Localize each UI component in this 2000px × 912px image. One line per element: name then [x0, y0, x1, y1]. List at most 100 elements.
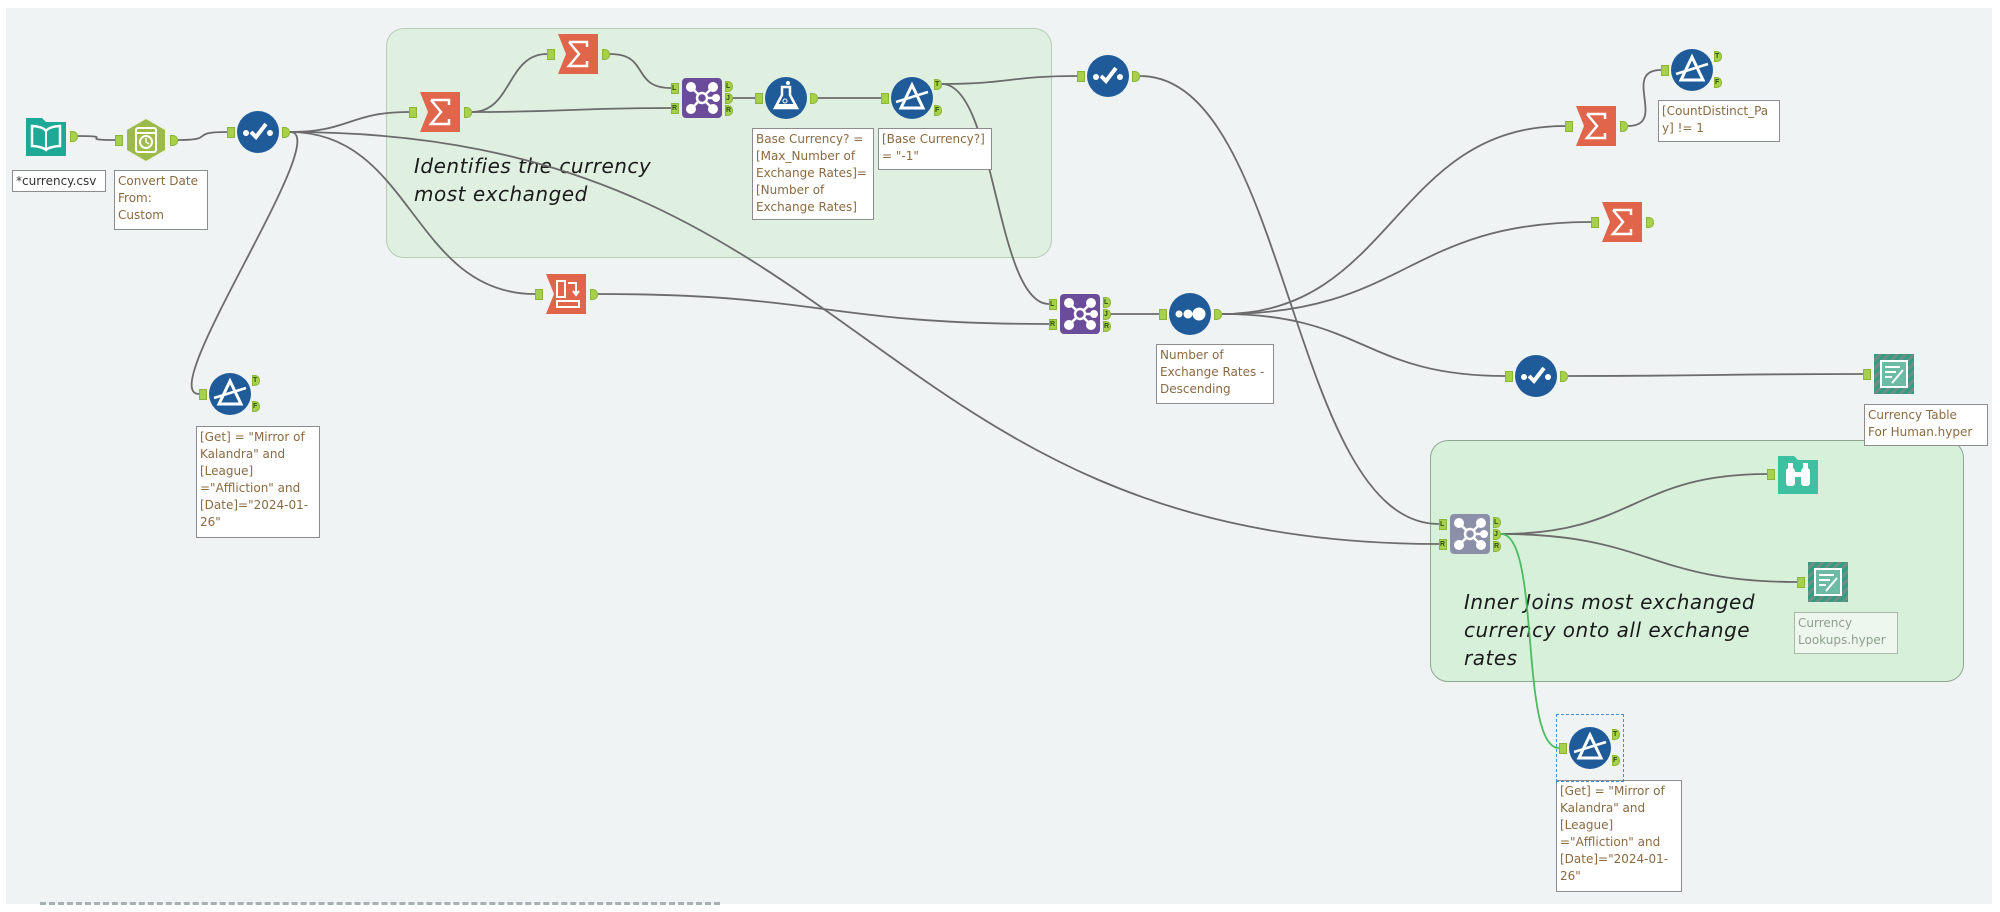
formula1-input-anchor[interactable]	[755, 93, 763, 104]
anchor-label: F	[1715, 79, 1720, 86]
crosstab-input-anchor[interactable]	[535, 289, 543, 300]
summarize4-input-anchor[interactable]	[1591, 217, 1599, 228]
tool-filter-filter4[interactable]	[1568, 726, 1612, 770]
tool-join-join3[interactable]	[1448, 512, 1492, 556]
filter4-input-anchor[interactable]	[1559, 743, 1567, 754]
sort-input-anchor[interactable]	[1159, 309, 1167, 320]
tool-filter-filter2[interactable]	[1670, 48, 1714, 92]
join2-right-output-anchor[interactable]: R	[1103, 321, 1111, 332]
join2-left-output-anchor[interactable]: L	[1103, 297, 1111, 308]
summarize1-input-anchor[interactable]	[409, 107, 417, 118]
anchor-label: T	[935, 81, 940, 88]
filter3-false-anchor[interactable]: F	[252, 401, 260, 412]
output1-input-anchor[interactable]	[1863, 369, 1871, 380]
tool-output-data-output2[interactable]	[1806, 560, 1850, 604]
filter1-annotation: [Base Currency?] = "-1"	[878, 128, 992, 170]
tool-join-join2[interactable]	[1058, 292, 1102, 336]
tool-summarize-summarize1[interactable]	[418, 90, 462, 134]
comment-inner-join[interactable]: Inner Joins most exchanged currency onto…	[1464, 590, 1756, 670]
sort-output-anchor[interactable]	[1214, 309, 1222, 320]
select3-input-anchor[interactable]	[1505, 371, 1513, 382]
join3-left-input-anchor[interactable]: L	[1439, 519, 1447, 530]
join1-right-output-anchor[interactable]: R	[725, 105, 733, 116]
filter4-false-anchor[interactable]: F	[1612, 755, 1620, 766]
input-data-icon	[24, 114, 68, 158]
tool-select-select2[interactable]	[1086, 54, 1130, 98]
select1-input-anchor[interactable]	[227, 127, 235, 138]
select2-input-anchor[interactable]	[1077, 71, 1085, 82]
join2-left-input-anchor[interactable]: L	[1049, 299, 1057, 310]
datetime-input-anchor[interactable]	[115, 135, 123, 146]
summarize2-output-anchor[interactable]	[602, 49, 610, 60]
filter1-true-anchor[interactable]: T	[934, 79, 942, 90]
anchor-label: J	[1104, 311, 1108, 318]
tool-output-data-output1[interactable]	[1872, 352, 1916, 396]
join-icon	[1058, 292, 1102, 336]
join3-join-output-anchor[interactable]: J	[1493, 529, 1501, 540]
filter2-false-anchor[interactable]: F	[1714, 77, 1722, 88]
output2-input-anchor[interactable]	[1797, 577, 1805, 588]
tool-filter-filter1[interactable]	[890, 76, 934, 120]
tool-datetime-datetime[interactable]	[124, 118, 168, 162]
anchor-label: R	[1494, 543, 1500, 550]
tool-summarize-summarize3[interactable]	[1574, 104, 1618, 148]
datetime-icon	[124, 118, 168, 162]
anchor-label: J	[1494, 531, 1498, 538]
tool-select-select1[interactable]	[236, 110, 280, 154]
join1-left-output-anchor[interactable]: L	[725, 81, 733, 92]
tool-browse-browse[interactable]	[1776, 452, 1820, 496]
datetime-output-anchor[interactable]	[170, 135, 178, 146]
filter2-true-anchor[interactable]: T	[1714, 51, 1722, 62]
summarize3-input-anchor[interactable]	[1565, 121, 1573, 132]
tool-summarize-summarize4[interactable]	[1600, 200, 1644, 244]
select2-output-anchor[interactable]	[1132, 71, 1140, 82]
join2-right-input-anchor[interactable]: R	[1049, 319, 1057, 330]
filter3-true-anchor[interactable]: T	[252, 375, 260, 386]
tool-filter-filter3[interactable]	[208, 372, 252, 416]
anchor-label: L	[1104, 299, 1109, 306]
comment-identify[interactable]: Identifies the currency most exchanged	[414, 154, 652, 206]
select-icon	[1514, 354, 1558, 398]
browse-input-anchor[interactable]	[1767, 469, 1775, 480]
select1-output-anchor[interactable]	[282, 127, 290, 138]
summarize1-output-anchor[interactable]	[464, 107, 472, 118]
anchor-label: F	[1613, 757, 1618, 764]
summarize2-input-anchor[interactable]	[547, 49, 555, 60]
input-output-anchor[interactable]	[70, 131, 78, 142]
tool-summarize-summarize2[interactable]	[556, 32, 600, 76]
join1-left-input-anchor[interactable]: L	[671, 83, 679, 94]
tool-cross-tab-crosstab[interactable]	[544, 272, 588, 316]
formula-icon	[764, 76, 808, 120]
join1-right-input-anchor[interactable]: R	[671, 103, 679, 114]
filter3-annotation: [Get] = "Mirror of Kalandra" and [League…	[196, 426, 320, 538]
filter-icon	[1670, 48, 1714, 92]
crosstab-output-anchor[interactable]	[590, 289, 598, 300]
formula1-output-anchor[interactable]	[810, 93, 818, 104]
join2-join-output-anchor[interactable]: J	[1103, 309, 1111, 320]
select3-output-anchor[interactable]	[1560, 371, 1568, 382]
filter3-input-anchor[interactable]	[199, 389, 207, 400]
summarize4-output-anchor[interactable]	[1646, 217, 1654, 228]
join3-right-input-anchor[interactable]: R	[1439, 539, 1447, 550]
anchor-label: L	[1050, 301, 1055, 308]
filter1-input-anchor[interactable]	[881, 93, 889, 104]
summarize-icon	[556, 32, 600, 76]
tool-join-join1[interactable]	[680, 76, 724, 120]
formula1-annotation: Base Currency? = [Max_Number of Exchange…	[752, 128, 874, 220]
summarize-icon	[1574, 104, 1618, 148]
browse-icon	[1776, 452, 1820, 496]
tool-select-select3[interactable]	[1514, 354, 1558, 398]
anchor-label: F	[253, 403, 258, 410]
filter2-input-anchor[interactable]	[1661, 65, 1669, 76]
anchor-label: L	[672, 85, 677, 92]
summarize3-output-anchor[interactable]	[1620, 121, 1628, 132]
join3-left-output-anchor[interactable]: L	[1493, 517, 1501, 528]
input-annotation: *currency.csv	[12, 170, 106, 192]
tool-formula-formula1[interactable]	[764, 76, 808, 120]
join3-right-output-anchor[interactable]: R	[1493, 541, 1501, 552]
join1-join-output-anchor[interactable]: J	[725, 93, 733, 104]
filter4-true-anchor[interactable]: T	[1612, 729, 1620, 740]
tool-input-data-input[interactable]	[24, 114, 68, 158]
filter1-false-anchor[interactable]: F	[934, 105, 942, 116]
tool-sort-sort[interactable]	[1168, 292, 1212, 336]
